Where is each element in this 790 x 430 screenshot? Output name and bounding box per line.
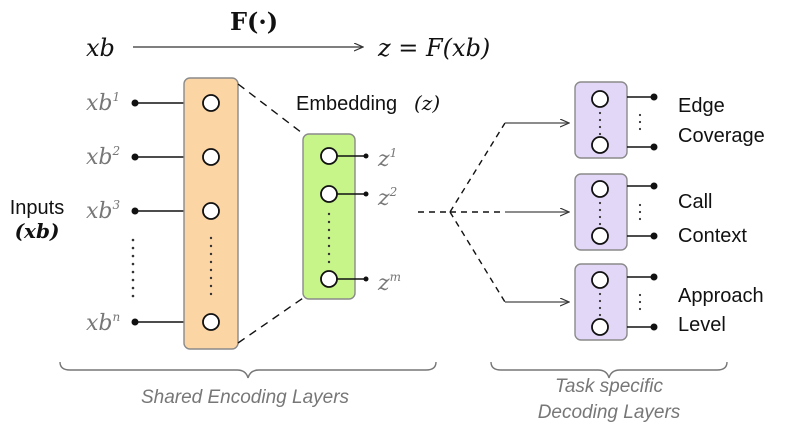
- task-brace-label-line2: Decoding Layers: [538, 402, 681, 423]
- embedding-title: Embedding: [296, 93, 397, 115]
- embedding-neuron-1: [320, 147, 338, 165]
- input-connector-dots: [131, 99, 139, 326]
- shared-brace-label: Shared Encoding Layers: [141, 387, 350, 408]
- embedding-ellipsis: [327, 212, 331, 264]
- encoder-ellipsis: [209, 236, 213, 296]
- inputs-title-var: (xb): [15, 219, 60, 243]
- embedding-connector-dots: [363, 153, 369, 282]
- embedding-label-1: z1: [377, 146, 397, 172]
- inputs-title: Inputs: [10, 197, 64, 219]
- shared-brace: [59, 361, 437, 379]
- input-label-2: xb2: [86, 144, 120, 170]
- task-2-label-line2: Context: [678, 225, 747, 247]
- task-3-label-line2: Level: [678, 314, 726, 336]
- input-label-3: xb3: [86, 198, 121, 224]
- embedding-connectors: [337, 155, 366, 280]
- encoder-neuron-3: [202, 202, 220, 220]
- decoder-approach-level: [574, 263, 658, 341]
- task-3-label-line1: Approach: [678, 285, 764, 307]
- embedding-label-m: zm: [377, 270, 401, 296]
- input-label-1: xb1: [86, 90, 120, 116]
- projection-line-bottom: [237, 295, 307, 344]
- projection-line-top: [237, 83, 307, 137]
- decoder-call-context: [574, 173, 658, 251]
- fanout-line-top: [449, 122, 506, 213]
- decoder-input-arrows: [505, 123, 568, 302]
- encoder-neuron-1: [202, 94, 220, 112]
- task-1-label-line1: Edge: [678, 95, 725, 117]
- fanout-line-bottom: [449, 211, 506, 303]
- embedding-neuron-m: [320, 270, 338, 288]
- encoder-neuron-2: [202, 148, 220, 166]
- task-brace-label-line1: Task specific: [555, 376, 664, 397]
- embedding-var: (z): [414, 91, 440, 115]
- header-input-var: xb: [86, 34, 115, 62]
- header-output-eq: z = F(xb): [377, 34, 490, 62]
- task-2-label-line1: Call: [678, 191, 712, 213]
- encoder-neurons: [202, 94, 220, 331]
- encoder-neuron-n: [202, 313, 220, 331]
- decoder-edge-coverage: [574, 81, 658, 159]
- embedding-neuron-2: [320, 185, 338, 203]
- embedding-neurons: [320, 147, 338, 288]
- header-function: F(·): [230, 7, 278, 36]
- task-1-label-line2: Coverage: [678, 125, 765, 147]
- input-label-n: xbn: [86, 310, 120, 336]
- embedding-label-2: z2: [377, 185, 397, 211]
- embedding-layer: [302, 133, 356, 300]
- task-brace: [490, 361, 728, 379]
- input-ellipsis: [131, 238, 135, 298]
